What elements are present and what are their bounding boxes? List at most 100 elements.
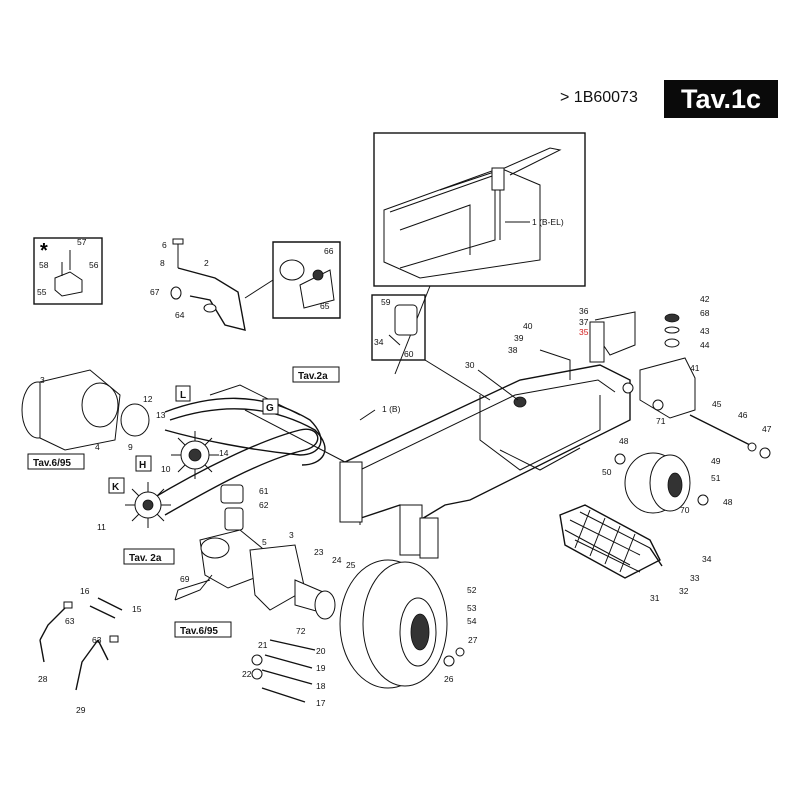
callout-14: 14	[219, 448, 229, 458]
callout-27: 27	[468, 635, 478, 645]
callout-55: 55	[37, 287, 47, 297]
callout-52: 52	[467, 585, 477, 595]
svg-text:H: H	[139, 460, 146, 471]
callout-32: 32	[679, 586, 689, 596]
table-title-badge: Tav.1c	[664, 80, 778, 118]
callout-38: 38	[508, 345, 518, 355]
callout-50: 50	[602, 467, 612, 477]
callout-70: 70	[680, 505, 690, 515]
transmission-gearbox	[174, 484, 336, 620]
callout-51: 51	[711, 473, 721, 483]
callout-71: 71	[656, 416, 666, 426]
chassis-frame	[339, 311, 636, 559]
callout-63-lower: 63	[92, 635, 102, 645]
bolt-set	[251, 639, 465, 703]
callout-5: 5	[262, 537, 267, 547]
callout-49: 49	[711, 456, 721, 466]
callout-56: 56	[89, 260, 99, 270]
callout-41: 41	[690, 363, 700, 373]
svg-text:Tav.6/95: Tav.6/95	[180, 626, 218, 637]
clutch-assembly	[21, 369, 150, 451]
callout-66: 66	[324, 246, 334, 256]
callout-48-right: 48	[723, 497, 733, 507]
callout-45: 45	[712, 399, 722, 409]
solenoid-detail-inset	[371, 294, 491, 401]
callout-labels: 1 (B) 2 3 3 4 5 6 8 9 10 11 12 13 14 15 …	[37, 237, 772, 715]
callout-19: 19	[316, 663, 326, 673]
callout-13: 13	[156, 410, 166, 420]
callout-68: 68	[700, 308, 710, 318]
callout-29: 29	[76, 705, 86, 715]
callout-21: 21	[258, 640, 268, 650]
callout-18: 18	[316, 681, 326, 691]
svg-text:L: L	[180, 390, 186, 401]
callout-39: 39	[514, 333, 524, 343]
callout-16: 16	[80, 586, 90, 596]
callout-24: 24	[332, 555, 342, 565]
box-label-H: H	[135, 455, 152, 472]
callout-69: 69	[180, 574, 190, 584]
callout-43: 43	[700, 326, 710, 336]
callout-25: 25	[346, 560, 356, 570]
rear-wheel	[339, 559, 448, 689]
callout-26: 26	[444, 674, 454, 684]
front-axle	[622, 313, 771, 459]
callout-59: 59	[381, 297, 391, 307]
box-label-tav695-left[interactable]: Tav.6/95	[27, 453, 85, 470]
box-label-tav2a-top[interactable]: Tav.2a	[292, 366, 340, 383]
linkage-rods	[39, 597, 123, 691]
callout-2: 2	[204, 258, 209, 268]
inset-callout-1-bel: 1 (B-EL)	[532, 217, 564, 227]
callout-60: 60	[404, 349, 414, 359]
callout-72: 72	[296, 626, 306, 636]
callout-53: 53	[467, 603, 477, 613]
box-label-tav695-bottom[interactable]: Tav.6/95	[174, 621, 232, 638]
callout-34-inset: 34	[374, 337, 384, 347]
svg-text:K: K	[112, 482, 120, 493]
box-label-tav2a-mid[interactable]: Tav. 2a	[123, 548, 175, 565]
callout-35-highlighted: 35	[579, 327, 589, 337]
callout-8: 8	[160, 258, 165, 268]
star-marker: *	[40, 240, 48, 262]
callout-1: 1 (B)	[382, 404, 401, 414]
callout-63-upper: 63	[65, 616, 75, 626]
svg-text:Tav.2a: Tav.2a	[298, 371, 328, 382]
svg-text:G: G	[266, 403, 274, 414]
callout-65: 65	[320, 301, 330, 311]
callout-67: 67	[150, 287, 160, 297]
callout-11: 11	[97, 522, 106, 532]
callout-17: 17	[316, 698, 326, 708]
svg-text:Tav.6/95: Tav.6/95	[33, 458, 71, 469]
callout-57: 57	[77, 237, 87, 247]
pulley-10	[171, 431, 219, 479]
svg-text:Tav. 2a: Tav. 2a	[129, 553, 162, 564]
callout-40: 40	[523, 321, 533, 331]
box-label-K: K	[108, 477, 125, 494]
front-wheel	[614, 452, 709, 514]
callout-22: 22	[242, 669, 252, 679]
callout-23: 23	[314, 547, 324, 557]
callout-34: 34	[702, 554, 712, 564]
switch-detail-inset: *	[33, 237, 103, 305]
pulley-11	[125, 482, 171, 528]
callout-20: 20	[316, 646, 326, 656]
callout-3: 3	[40, 375, 45, 385]
callout-31: 31	[650, 593, 660, 603]
frame-closeup-inset: 1 (B-EL)	[373, 132, 586, 287]
callout-64: 64	[175, 310, 185, 320]
callout-12: 12	[143, 394, 153, 404]
callout-9: 9	[128, 442, 133, 452]
callout-30: 30	[465, 360, 475, 370]
callout-54: 54	[467, 616, 477, 626]
box-label-L: L	[175, 385, 191, 402]
box-label-G: G	[262, 398, 279, 415]
bracket-assembly	[170, 238, 246, 331]
mesh-guard	[559, 504, 663, 579]
callout-36: 36	[579, 306, 589, 316]
callout-42: 42	[700, 294, 710, 304]
callout-44: 44	[700, 340, 710, 350]
callout-10: 10	[161, 464, 171, 474]
motor-detail-inset	[244, 241, 341, 319]
callout-3-gearbox: 3	[289, 530, 294, 540]
